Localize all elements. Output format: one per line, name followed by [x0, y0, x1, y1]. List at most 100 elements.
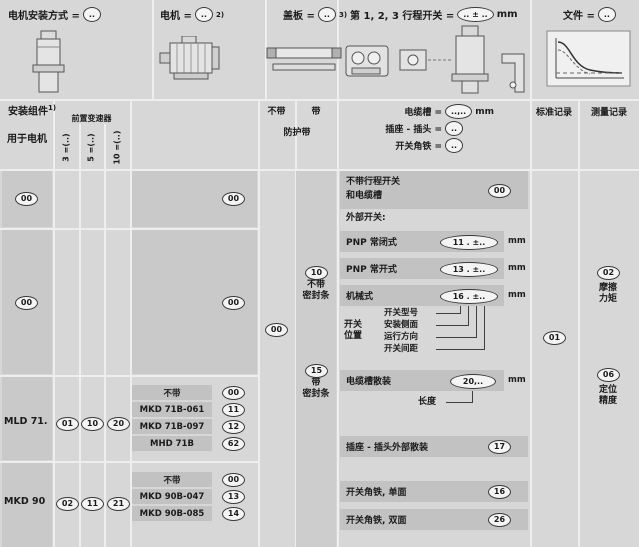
standard-record-code-badge: 01: [543, 331, 566, 345]
group1-motor-option: MKD 71B-097: [132, 419, 212, 434]
group1-gear10-badge: 20: [107, 417, 130, 431]
positioning-accuracy-code-badge: 06: [597, 368, 620, 382]
cover-header: 盖板 = .. 3): [283, 7, 347, 22]
group1-motor-name: MLD 71.: [4, 416, 48, 427]
documentation-chart-icon: [546, 30, 632, 92]
positioning-accuracy-caption: 定位 精度: [598, 385, 617, 406]
group2-motor-name: MKD 90: [4, 496, 46, 507]
switch-bracket-code: ..: [445, 138, 464, 153]
callout-mounting-side: 安装侧面: [384, 320, 419, 330]
for-motor-heading: 用于电机: [7, 134, 47, 145]
strip-no-seal-caption: 不带 密封条: [302, 280, 330, 301]
group2-motor-option-badge: 14: [222, 507, 245, 521]
separator: [0, 375, 258, 377]
motor-mounting-label: 电机安装方式 =: [8, 11, 80, 22]
group2-motor-option: MKD 90B-047: [132, 489, 212, 504]
strip-column-cell: [296, 171, 336, 547]
cable-duct-bulk-code: 20,..: [450, 374, 496, 389]
cable-duct-code: ..,..: [445, 104, 473, 119]
switch-bracket-double-code-badge: 26: [488, 513, 511, 527]
travel-switch-unit: mm: [496, 9, 518, 20]
standard-record-heading: 标准记录: [535, 108, 572, 118]
row2-motor-code-badge: 00: [15, 296, 38, 310]
travel-switch-header: 第 1, 2, 3 行程开关 = .. ± .. mm: [350, 7, 518, 22]
group2-gear10-badge: 21: [107, 497, 130, 511]
protective-strip-heading: 防护带: [283, 128, 311, 138]
separator: [265, 0, 267, 100]
group1-motor-option: MHD 71B: [132, 436, 212, 451]
group1-motor-option: MKD 71B-061: [132, 402, 212, 417]
strip-seal-code-badge: 15: [305, 364, 328, 378]
mounting-components-heading: 安装组件1): [8, 104, 56, 118]
cable-duct-band-row: 电缆槽 = ..,.. mm: [370, 104, 494, 119]
cover-label: 盖板 =: [283, 11, 315, 22]
callout-switch-model: 开关型号: [384, 308, 419, 318]
cable-duct-bulk-unit: mm: [508, 375, 526, 385]
plug-bulk-code-badge: 17: [488, 440, 511, 454]
gearbox-heading: 前置变速器: [71, 114, 112, 123]
plug-label: 插座 - 插头 =: [385, 125, 442, 135]
separator: [337, 0, 339, 547]
no-switch-code-badge: 00: [488, 184, 511, 198]
switch-position-label: 开关 位置: [344, 320, 363, 341]
motor-label: 电机 =: [160, 11, 192, 22]
plug-bulk-option: 插座 - 插头外部散装: [340, 436, 528, 457]
friction-torque-caption: 摩擦 力矩: [598, 283, 617, 304]
strip-seal-caption: 带 密封条: [302, 378, 330, 399]
row1-assembly-code-badge: 00: [222, 192, 245, 206]
group1-motor-option-badge: 12: [222, 420, 245, 434]
group2-motor-option: 不带: [132, 472, 212, 487]
separator: [0, 169, 639, 171]
switch-bracket-single-code-badge: 16: [488, 485, 511, 499]
switch-bracket-band-row: 开关角铁 = ..: [370, 138, 464, 153]
without-strip-code-badge: 00: [265, 323, 288, 337]
group1-motor-option: 不带: [132, 385, 212, 400]
plug-code: ..: [445, 121, 464, 136]
group2-motor-option: MKD 90B-085: [132, 506, 212, 521]
callout-travel-direction: 运行方向: [384, 332, 419, 342]
group1-motor-option-badge: 62: [222, 437, 245, 451]
no-switch-line2: 和电缆槽: [346, 191, 383, 201]
motor-mounting-header: 电机安装方式 = ..: [8, 7, 101, 22]
documentation-header: 文件 = ..: [563, 7, 616, 22]
gear-ratio-3-heading: 3 =(..): [62, 132, 72, 162]
motor-mounting-code: ..: [82, 7, 101, 22]
group1-motor-cell: [2, 377, 52, 460]
separator: [530, 0, 532, 547]
length-label: 长度: [418, 397, 437, 407]
separator: [130, 100, 132, 547]
separator: [79, 124, 81, 547]
documentation-label: 文件 =: [563, 11, 595, 22]
no-switch-line1: 不带行程开关: [346, 177, 401, 187]
group2-motor-cell: [2, 463, 52, 547]
row1-motor-code-badge: 00: [15, 192, 38, 206]
strip-no-seal-code-badge: 10: [305, 266, 328, 280]
group2-motor-option-badge: 13: [222, 490, 245, 504]
cable-duct-label: 电缆槽 =: [404, 108, 442, 118]
documentation-code: ..: [597, 7, 616, 22]
switch-type-mechanical-unit: mm: [508, 290, 526, 300]
motor-icon: [158, 35, 222, 92]
friction-torque-code-badge: 02: [597, 266, 620, 280]
measurement-record-heading: 测量记录: [590, 108, 627, 118]
group1-motor-option-badge: 11: [222, 403, 245, 417]
gear-ratio-5-heading: 5 =(..): [87, 132, 97, 162]
switch-type-pnp-no-unit: mm: [508, 263, 526, 273]
travel-switch-code: .. ± ..: [457, 7, 494, 22]
footnote-marker: 1): [48, 104, 57, 112]
group2-motor-option-badge: 00: [222, 473, 245, 487]
group1-gear5-badge: 10: [81, 417, 104, 431]
external-switch-heading: 外部开关:: [346, 213, 386, 223]
separator: [578, 100, 580, 547]
separator: [0, 228, 258, 230]
separator: [53, 100, 55, 547]
footnote-marker: 3): [338, 10, 348, 19]
cover-icon: [266, 46, 344, 80]
separator: [0, 99, 639, 101]
gear-ratio-10-heading: 10 =(..): [112, 129, 122, 165]
switch-bracket-double-option: 开关角铁, 双面: [340, 509, 528, 530]
motor-header: 电机 = .. 2): [160, 7, 224, 22]
cable-duct-unit: mm: [475, 106, 494, 117]
motor-mounting-icon: [24, 30, 74, 98]
